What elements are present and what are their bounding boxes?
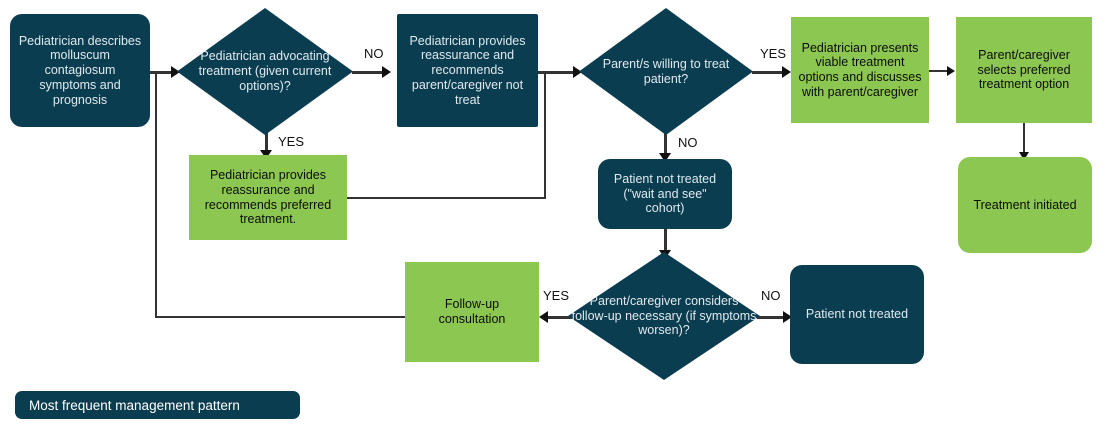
node-wait-and-see-cohort-label: Patient not treated ("wait and see" coho… xyxy=(613,171,717,216)
connector-selects-to-treatment xyxy=(1023,122,1025,156)
edge-label-advocating-yes: YES xyxy=(278,134,305,149)
edge-label-willing-yes: YES xyxy=(760,46,787,61)
node-selects-preferred-option-label: Parent/caregiver selects preferred treat… xyxy=(977,47,1071,92)
node-reassurance-not-treat[interactable]: Pediatrician provides reassurance and re… xyxy=(397,14,538,127)
connector-followup-yes xyxy=(548,316,572,319)
arrowhead-selects-to-treatment xyxy=(1019,152,1029,160)
node-reassurance-preferred-treatment-label: Pediatrician provides reassurance and re… xyxy=(204,168,332,227)
decision-advocating-treatment[interactable]: Pediatrician advocating treatment (given… xyxy=(177,8,353,135)
edge-label-followup-yes: YES xyxy=(543,288,570,303)
arrowhead-advocating-no xyxy=(382,66,391,78)
node-presents-treatment-options-label: Pediatrician presents viable treatment o… xyxy=(798,40,922,99)
node-treatment-initiated-label: Treatment initiated xyxy=(973,197,1077,212)
connector-advocating-no xyxy=(352,71,388,74)
arrowhead-followup-no xyxy=(783,311,792,323)
connector-willing-yes xyxy=(752,71,788,74)
node-followup-consultation[interactable]: Follow-up consultation xyxy=(405,262,539,362)
legend-label: Most frequent management pattern xyxy=(29,397,240,413)
edge-label-followup-no: NO xyxy=(761,288,781,303)
decision-advocating-treatment-label: Pediatrician advocating treatment (given… xyxy=(198,49,332,93)
connector-feedback-riser xyxy=(155,72,157,318)
node-reassurance-preferred-treatment[interactable]: Pediatrician provides reassurance and re… xyxy=(189,155,347,240)
arrowhead-start-to-advocating xyxy=(171,66,180,78)
connector-feedback-horizontal xyxy=(155,316,407,318)
decision-followup-necessary-label: Parent/caregiver considers follow-up nec… xyxy=(571,293,757,338)
edge-label-willing-no: NO xyxy=(678,135,698,150)
arrowhead-followup-yes xyxy=(539,311,548,323)
decision-followup-necessary[interactable]: Parent/caregiver considers follow-up nec… xyxy=(568,252,760,380)
node-patient-not-treated-label: Patient not treated xyxy=(805,307,909,322)
connector-wait-to-followup xyxy=(664,228,667,256)
arrowhead-presents-to-selects xyxy=(947,66,955,76)
node-patient-not-treated[interactable]: Patient not treated xyxy=(790,265,924,364)
node-followup-consultation-label: Follow-up consultation xyxy=(438,297,506,326)
node-selects-preferred-option[interactable]: Parent/caregiver selects preferred treat… xyxy=(956,17,1092,123)
decision-parent-willing-to-treat[interactable]: Parent/s willing to treat patient? xyxy=(579,8,753,135)
arrowhead-willing-yes xyxy=(782,66,791,78)
arrowhead-advocating-yes xyxy=(260,150,272,159)
arrowhead-willing-no xyxy=(659,153,671,162)
connector-preferred-to-willing-riser xyxy=(544,71,546,199)
node-start-label: Pediatrician describes molluscum contagi… xyxy=(18,33,142,107)
node-wait-and-see-cohort[interactable]: Patient not treated ("wait and see" coho… xyxy=(598,159,732,229)
connector-willing-no xyxy=(664,126,667,158)
node-reassurance-not-treat-label: Pediatrician provides reassurance and re… xyxy=(409,33,526,107)
decision-parent-willing-to-treat-label: Parent/s willing to treat patient? xyxy=(602,56,730,86)
arrowhead-nottreat-to-willing xyxy=(573,66,582,78)
connector-advocating-yes xyxy=(265,126,268,155)
edge-label-advocating-no: NO xyxy=(364,46,384,61)
legend-most-frequent-pattern: Most frequent management pattern xyxy=(15,391,300,419)
node-start[interactable]: Pediatrician describes molluscum contagi… xyxy=(10,14,150,127)
connector-preferred-to-willing-horizontal xyxy=(347,197,546,199)
connector-presents-to-selects xyxy=(929,70,953,72)
connector-start-to-advocating xyxy=(149,71,177,74)
connector-nottreat-to-willing xyxy=(537,71,579,74)
node-treatment-initiated[interactable]: Treatment initiated xyxy=(958,157,1092,253)
node-presents-treatment-options[interactable]: Pediatrician presents viable treatment o… xyxy=(791,17,929,123)
connector-followup-no xyxy=(757,316,787,319)
